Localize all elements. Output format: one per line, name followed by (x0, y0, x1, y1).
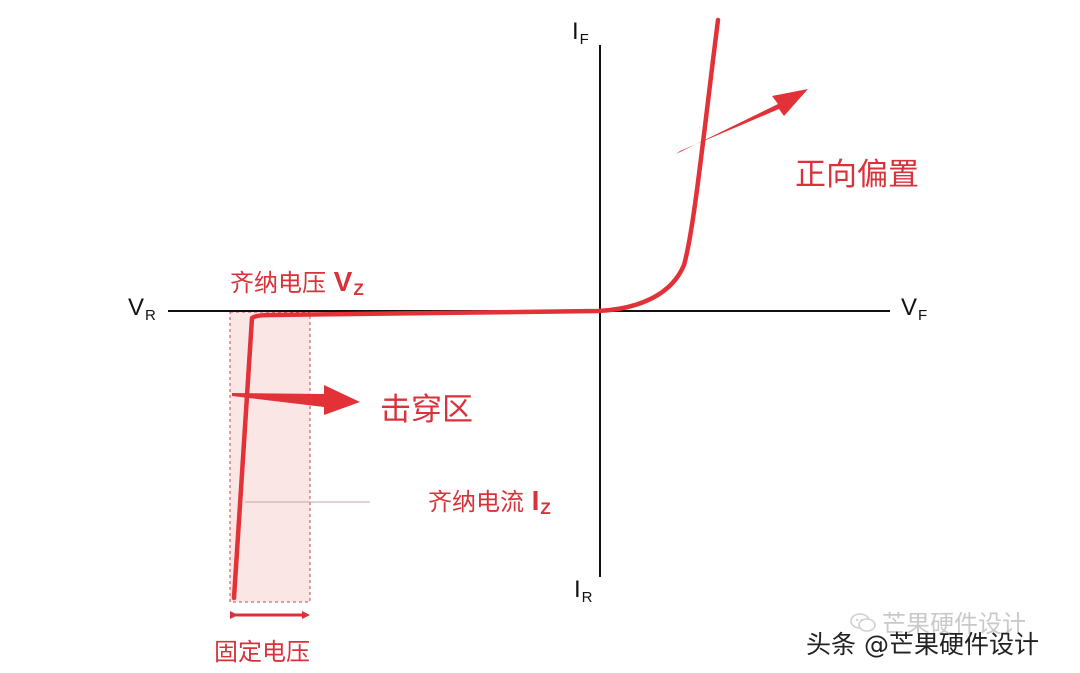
wechat-icon (850, 612, 876, 638)
fixed-voltage-label: 固定电压 (214, 638, 310, 666)
breakdown-region-label: 击穿区 (380, 392, 473, 428)
iv-curve (231, 17, 721, 601)
forward-bias-arrow (676, 89, 808, 154)
vf-axis-label: VF (901, 294, 928, 324)
zener-current-label: 齐纳电流 IZ (428, 485, 551, 518)
watermark-faint: 芒果硬件设计 (850, 612, 1026, 638)
if-axis-label: IF (572, 18, 589, 48)
breakdown-arrow (232, 385, 360, 415)
watermark-main: 头条 @芒果硬件设计 (806, 630, 1039, 659)
zener-voltage-label: 齐纳电压 VZ (230, 266, 364, 299)
forward-bias-label: 正向偏置 (795, 157, 919, 193)
vr-axis-label: VR (128, 294, 156, 324)
ir-axis-label: IR (574, 576, 593, 606)
